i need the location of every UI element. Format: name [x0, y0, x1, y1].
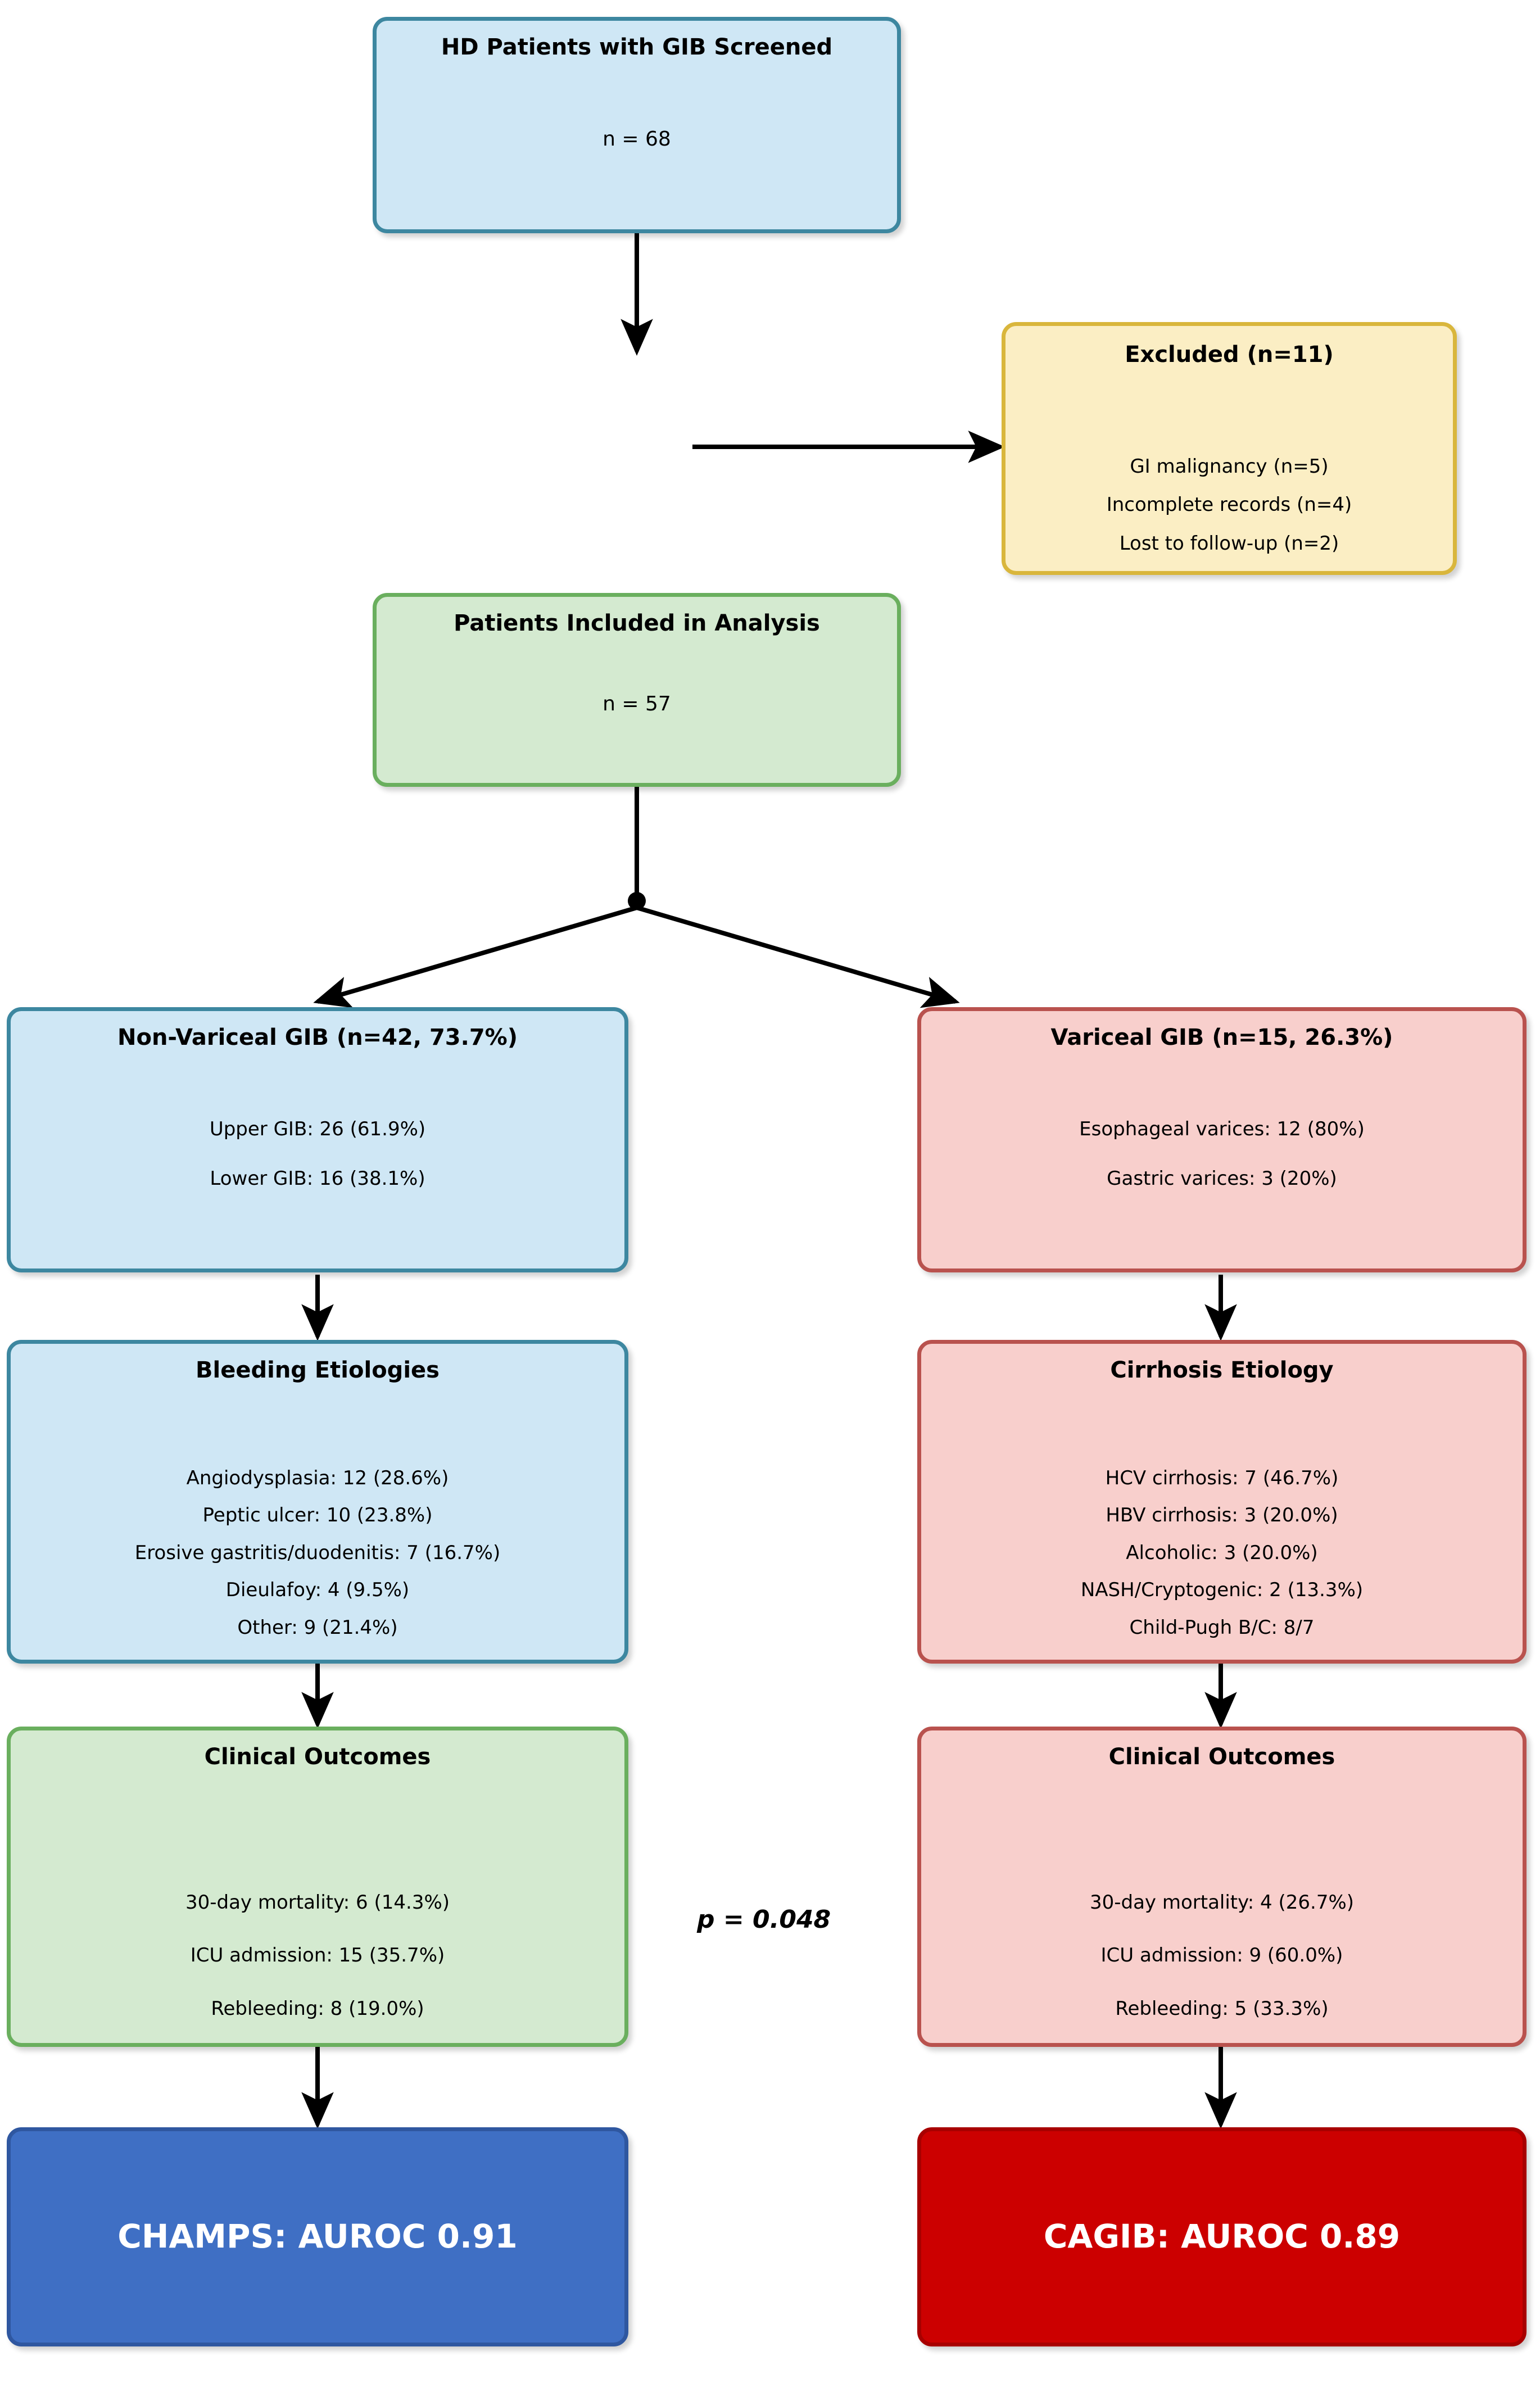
- node-clinical-outcomes-variceal-body: 30-day mortality: 4 (26.7%) ICU admissio…: [936, 1771, 1508, 2031]
- node-clinical-outcomes-non-variceal-line-2: ICU admission: 15 (35.7%): [190, 1944, 445, 1967]
- node-cirrhosis-etiology-line-2: HBV cirrhosis: 3 (20.0%): [1106, 1504, 1338, 1526]
- node-variceal-gib[interactable]: Variceal GIB (n=15, 26.3%) Esophageal va…: [917, 1007, 1527, 1272]
- node-non-variceal-gib-line-1: Upper GIB: 26 (61.9%): [209, 1117, 426, 1140]
- node-bleeding-etiologies-line-2: Peptic ulcer: 10 (23.8%): [202, 1504, 433, 1526]
- node-champs-auroc-label: CHAMPS: AUROC 0.91: [117, 2217, 518, 2256]
- node-clinical-outcomes-non-variceal-body: 30-day mortality: 6 (14.3%) ICU admissio…: [25, 1771, 610, 2031]
- node-clinical-outcomes-variceal-title: Clinical Outcomes: [1108, 1744, 1335, 1770]
- node-excluded-line-3: Lost to follow-up (n=2): [1119, 532, 1339, 555]
- node-clinical-outcomes-variceal-line-1: 30-day mortality: 4 (26.7%): [1089, 1891, 1355, 1914]
- node-clinical-outcomes-non-variceal-line-1: 30-day mortality: 6 (14.3%): [185, 1891, 450, 1914]
- node-clinical-outcomes-variceal-line-2: ICU admission: 9 (60.0%): [1100, 1944, 1343, 1967]
- node-included[interactable]: Patients Included in Analysis n = 57: [373, 593, 901, 787]
- node-bleeding-etiologies-line-3: Erosive gastritis/duodenitis: 7 (16.7%): [134, 1541, 501, 1564]
- node-included-title: Patients Included in Analysis: [454, 610, 820, 636]
- node-clinical-outcomes-non-variceal[interactable]: Clinical Outcomes 30-day mortality: 6 (1…: [7, 1727, 628, 2047]
- node-cagib-auroc-label: CAGIB: AUROC 0.89: [1043, 2217, 1401, 2256]
- node-clinical-outcomes-non-variceal-line-3: Rebleeding: 8 (19.0%): [211, 1997, 424, 2020]
- node-excluded-body: GI malignancy (n=5) Incomplete records (…: [1020, 369, 1438, 559]
- node-included-line-1: n = 57: [603, 692, 671, 715]
- node-variceal-gib-body: Esophageal varices: 12 (80%) Gastric var…: [936, 1052, 1508, 1256]
- node-clinical-outcomes-variceal-line-3: Rebleeding: 5 (33.3%): [1115, 1997, 1329, 2020]
- node-screened-line-1: n = 68: [603, 128, 671, 151]
- node-screened[interactable]: HD Patients with GIB Screened n = 68: [373, 17, 901, 233]
- node-non-variceal-gib-title: Non-Variceal GIB (n=42, 73.7%): [117, 1025, 518, 1050]
- node-cirrhosis-etiology-line-3: Alcoholic: 3 (20.0%): [1126, 1541, 1318, 1564]
- node-non-variceal-gib-body: Upper GIB: 26 (61.9%) Lower GIB: 16 (38.…: [25, 1052, 610, 1256]
- node-non-variceal-gib[interactable]: Non-Variceal GIB (n=42, 73.7%) Upper GIB…: [7, 1007, 628, 1272]
- node-cirrhosis-etiology-line-5: Child-Pugh B/C: 8/7: [1129, 1616, 1315, 1639]
- node-bleeding-etiologies-line-5: Other: 9 (21.4%): [237, 1616, 398, 1639]
- node-cirrhosis-etiology[interactable]: Cirrhosis Etiology HCV cirrhosis: 7 (46.…: [917, 1340, 1527, 1664]
- node-variceal-gib-title: Variceal GIB (n=15, 26.3%): [1050, 1025, 1393, 1050]
- node-variceal-gib-line-2: Gastric varices: 3 (20%): [1107, 1167, 1337, 1190]
- split-node: [628, 892, 646, 910]
- node-cirrhosis-etiology-line-4: NASH/Cryptogenic: 2 (13.3%): [1080, 1579, 1364, 1601]
- node-excluded[interactable]: Excluded (n=11) GI malignancy (n=5) Inco…: [1002, 322, 1457, 575]
- node-screened-title: HD Patients with GIB Screened: [441, 34, 833, 60]
- node-non-variceal-gib-line-2: Lower GIB: 16 (38.1%): [210, 1167, 425, 1190]
- node-bleeding-etiologies[interactable]: Bleeding Etiologies Angiodysplasia: 12 (…: [7, 1340, 628, 1664]
- connector-split-left: [313, 905, 638, 1008]
- connector-split-right: [636, 905, 960, 1008]
- node-excluded-line-1: GI malignancy (n=5): [1130, 455, 1329, 478]
- node-screened-body: n = 68: [391, 61, 882, 217]
- node-clinical-outcomes-non-variceal-title: Clinical Outcomes: [204, 1744, 431, 1770]
- node-cagib-auroc[interactable]: CAGIB: AUROC 0.89: [917, 2127, 1527, 2346]
- node-cirrhosis-etiology-line-1: HCV cirrhosis: 7 (46.7%): [1105, 1466, 1339, 1489]
- node-clinical-outcomes-variceal[interactable]: Clinical Outcomes 30-day mortality: 4 (2…: [917, 1727, 1527, 2047]
- node-cirrhosis-etiology-title: Cirrhosis Etiology: [1110, 1357, 1334, 1383]
- node-champs-auroc[interactable]: CHAMPS: AUROC 0.91: [7, 2127, 628, 2346]
- node-excluded-title: Excluded (n=11): [1125, 342, 1334, 368]
- node-bleeding-etiologies-title: Bleeding Etiologies: [196, 1357, 440, 1383]
- node-cirrhosis-etiology-body: HCV cirrhosis: 7 (46.7%) HBV cirrhosis: …: [936, 1384, 1508, 1647]
- node-variceal-gib-line-1: Esophageal varices: 12 (80%): [1079, 1117, 1365, 1140]
- node-bleeding-etiologies-line-1: Angiodysplasia: 12 (28.6%): [186, 1466, 449, 1489]
- node-excluded-line-2: Incomplete records (n=4): [1106, 493, 1352, 516]
- node-bleeding-etiologies-line-4: Dieulafoy: 4 (9.5%): [225, 1579, 410, 1601]
- node-bleeding-etiologies-body: Angiodysplasia: 12 (28.6%) Peptic ulcer:…: [25, 1384, 610, 1647]
- p-value-label: p = 0.048: [697, 1905, 831, 1934]
- node-included-body: n = 57: [391, 637, 882, 771]
